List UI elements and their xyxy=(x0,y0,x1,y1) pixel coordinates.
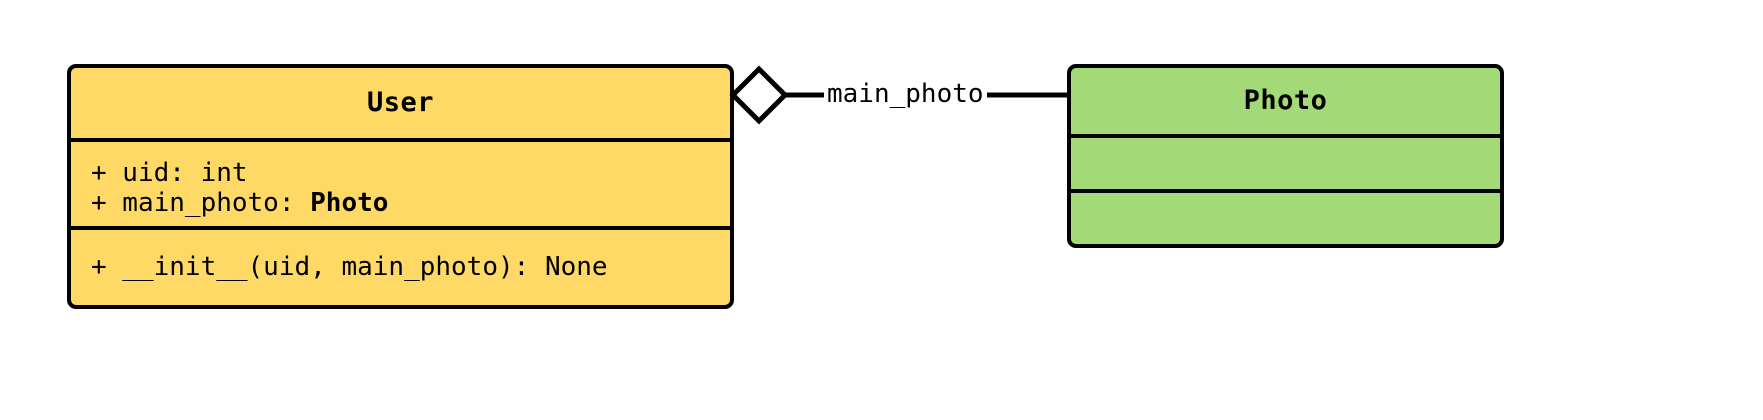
class-user-title-compartment: User xyxy=(71,68,730,138)
class-user-attribute-main-photo: + main_photo: Photo xyxy=(71,188,730,218)
class-photo-name: Photo xyxy=(1243,85,1328,117)
aggregation-role-label: main_photo xyxy=(824,80,987,109)
attribute-main-photo-text: + main_photo: xyxy=(91,188,311,218)
attribute-main-photo-type: Photo xyxy=(310,188,389,218)
uml-class-photo[interactable]: Photo xyxy=(1067,64,1504,248)
class-user-attributes-compartment: + uid: int + main_photo: Photo xyxy=(71,138,730,226)
class-user-name: User xyxy=(366,87,435,119)
class-photo-methods-compartment xyxy=(1071,189,1500,244)
class-photo-title-compartment: Photo xyxy=(1071,68,1500,134)
attribute-uid-text: + uid: int xyxy=(91,157,248,188)
class-user-method-init: + __init__(uid, main_photo): None xyxy=(91,252,608,283)
uml-class-user[interactable]: User + uid: int + main_photo: Photo + __… xyxy=(67,64,734,309)
aggregation-diamond-icon xyxy=(729,65,789,125)
class-photo-attributes-compartment xyxy=(1071,134,1500,189)
class-user-attribute-uid: + uid: int xyxy=(71,158,730,188)
class-user-methods-compartment: + __init__(uid, main_photo): None xyxy=(71,226,730,305)
